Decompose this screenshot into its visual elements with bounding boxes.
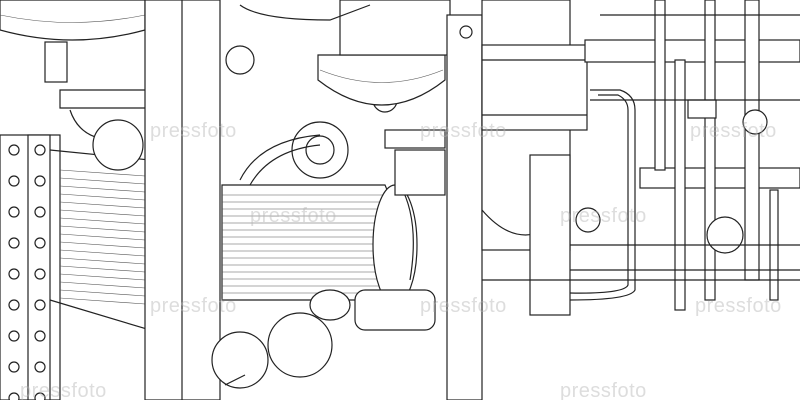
bolt-icon [8, 237, 20, 249]
bolt-icon [8, 299, 20, 311]
bolt-icon [8, 392, 20, 400]
heat-exchanger-left [0, 134, 151, 400]
bolt-icon [8, 206, 20, 218]
bolt-icon [34, 144, 46, 156]
flanges [211, 45, 398, 389]
bolt-icon [34, 392, 46, 400]
center-top-tank [239, 0, 451, 106]
bolt-icon [34, 299, 46, 311]
bolt-icon [8, 144, 20, 156]
right-pipework [482, 0, 800, 311]
vertical-vessel-right [481, 0, 601, 316]
center-valves [354, 129, 446, 331]
bolt-icon [8, 175, 20, 187]
horizontal-vessel [221, 184, 418, 306]
bolt-icon [8, 330, 20, 342]
bolt-icon [34, 175, 46, 187]
support-column-left [144, 0, 221, 400]
bolt-icon [34, 330, 46, 342]
bolt-icon [8, 361, 20, 373]
bolt-icon [34, 268, 46, 280]
bolt-icon [8, 268, 20, 280]
bolt-icon [34, 361, 46, 373]
bolt-icon [34, 206, 46, 218]
bolt-icon [34, 237, 46, 249]
support-column-middle [446, 14, 483, 400]
